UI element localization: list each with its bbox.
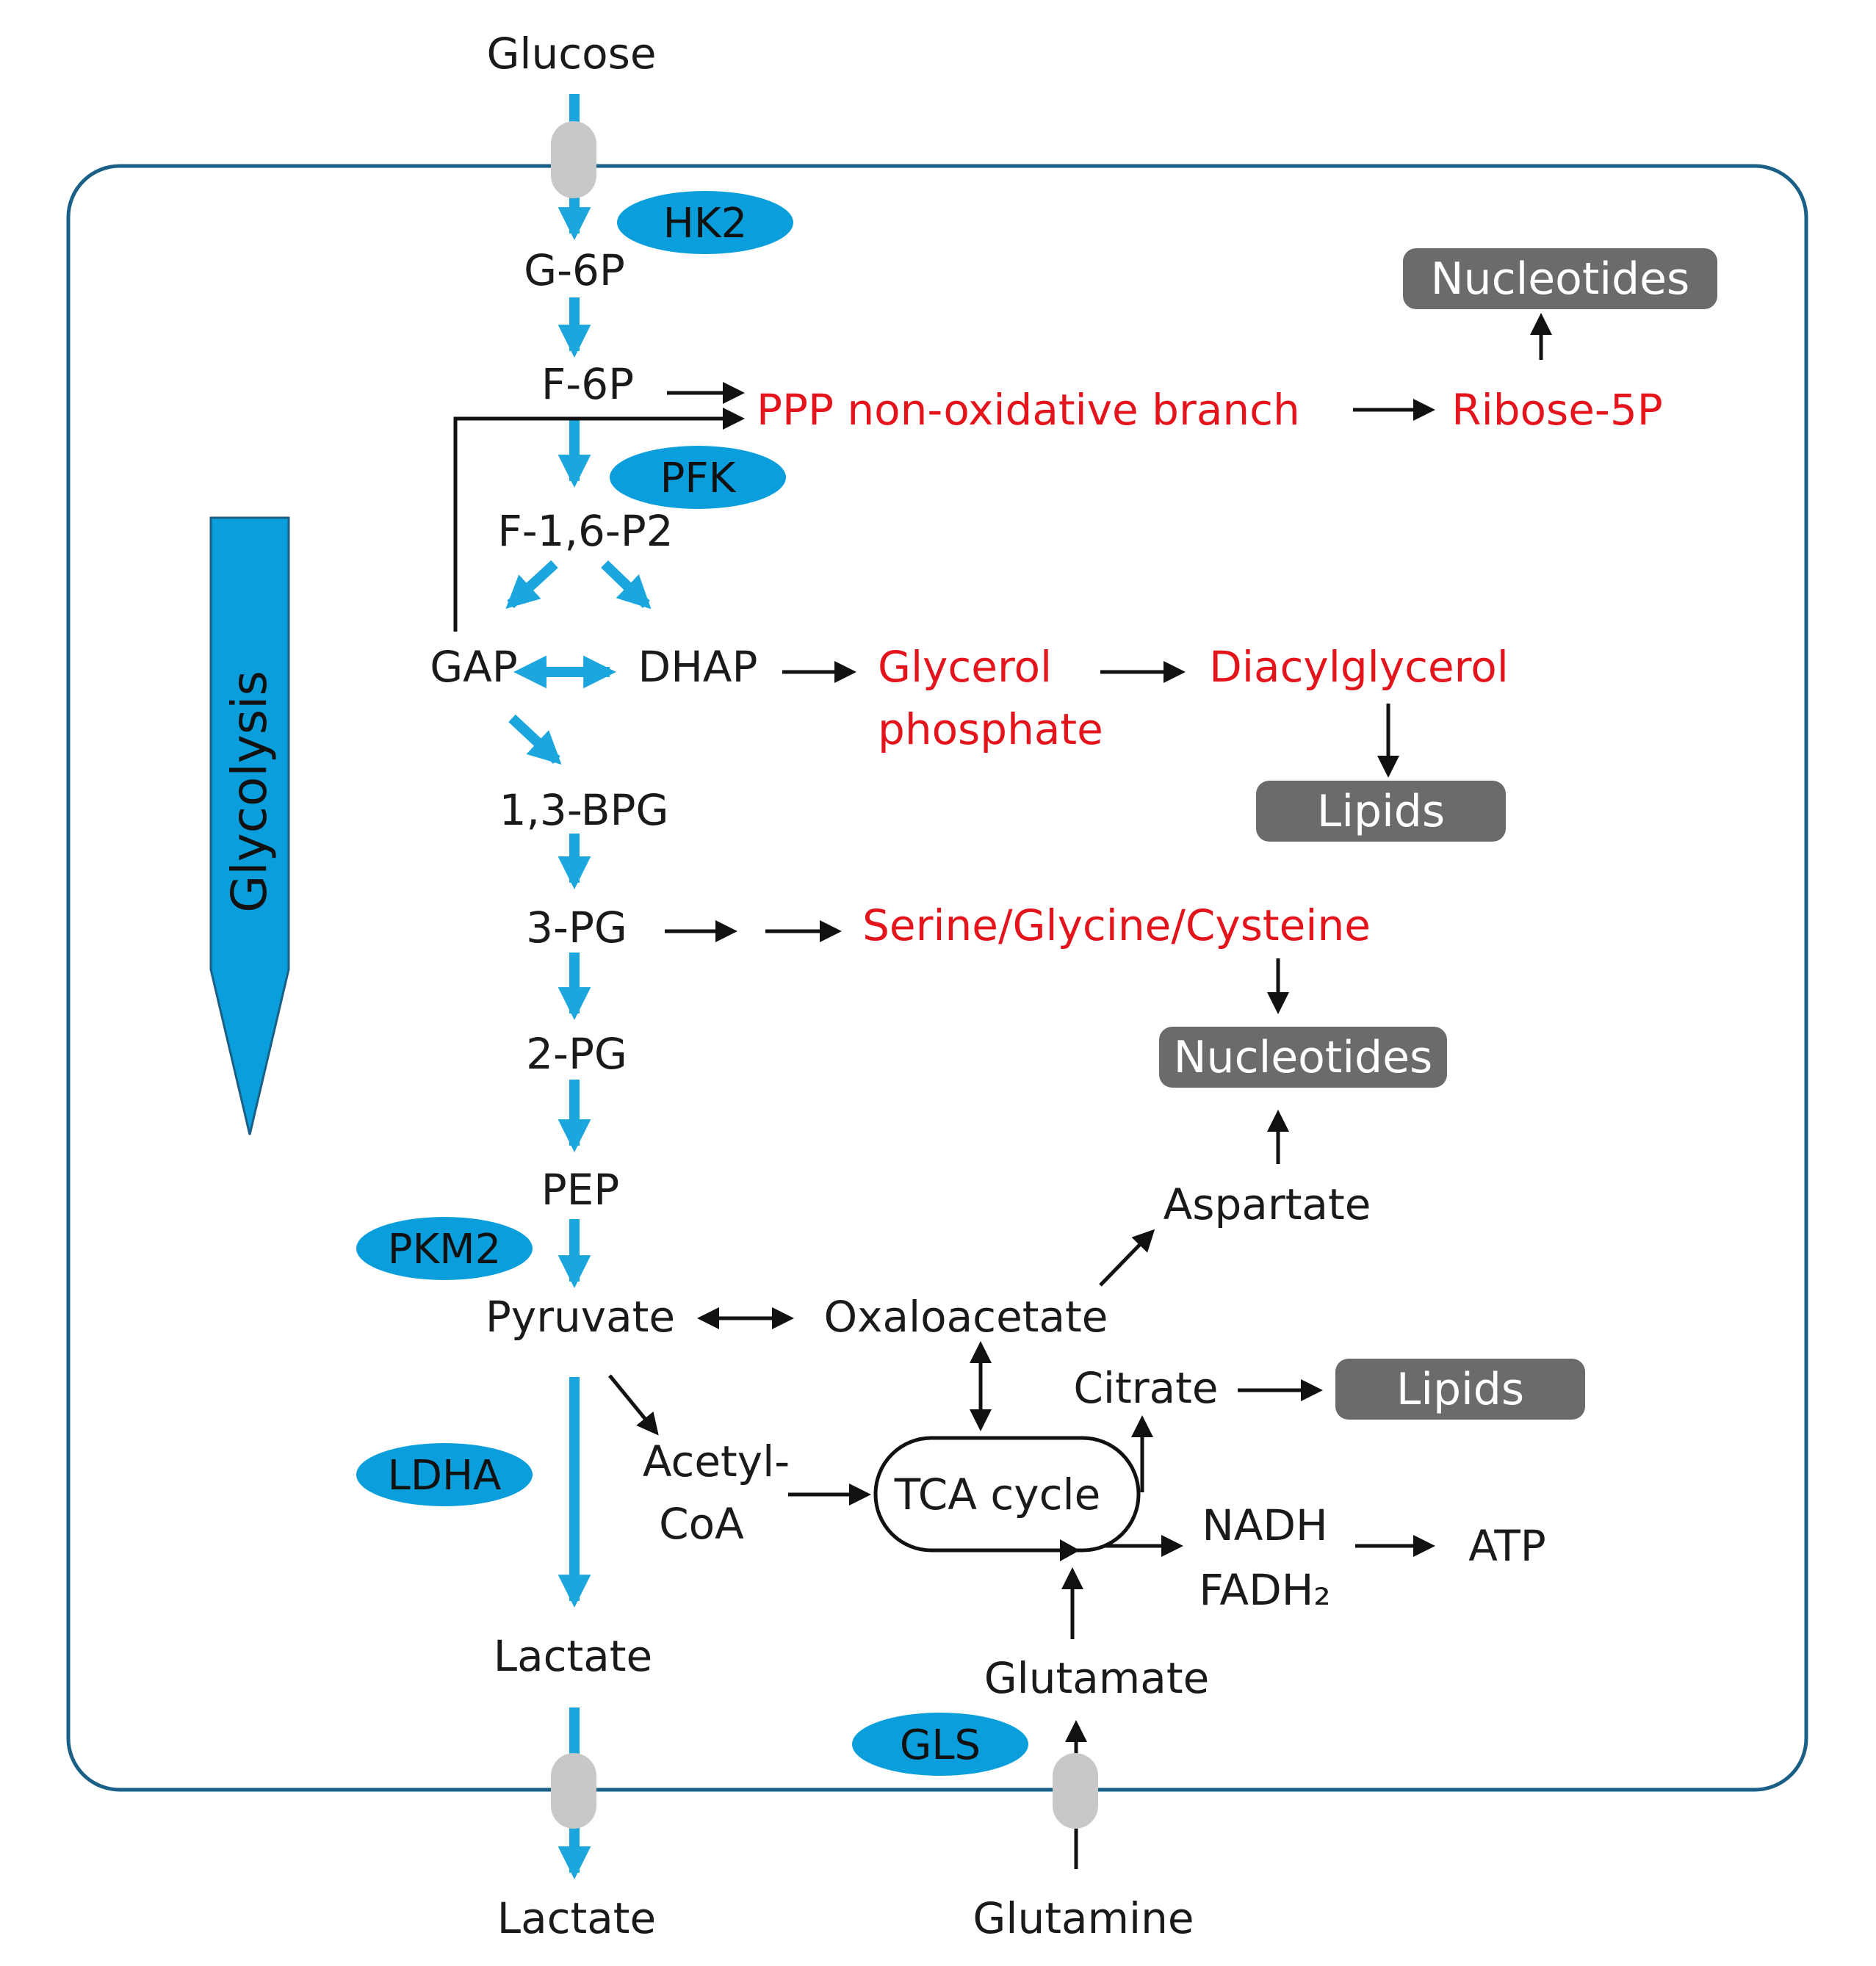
enzyme-gls-label: GLS <box>900 1721 981 1769</box>
label-2pg: 2-PG <box>526 1029 627 1079</box>
enzyme-pfk-label: PFK <box>660 455 737 502</box>
label-ppp: PPP non-oxidative branch <box>757 385 1300 435</box>
box-nucleotides-top-label: Nucleotides <box>1431 253 1690 305</box>
label-atp: ATP <box>1468 1521 1546 1571</box>
label-aspartate: Aspartate <box>1164 1179 1371 1229</box>
label-f6p: F-6P <box>541 359 634 409</box>
label-f16p2: F-1,6-P2 <box>497 506 673 556</box>
box-nucleotides-top <box>1403 248 1717 309</box>
enzyme-pkm2 <box>356 1217 533 1280</box>
glutamine-transporter <box>1053 1753 1098 1829</box>
glycolysis-direction-arrow <box>209 516 290 1135</box>
label-coa: CoA <box>659 1499 744 1549</box>
enzyme-pfk <box>610 446 786 509</box>
label-glutamate: Glutamate <box>984 1653 1210 1703</box>
arrow-f16p2-dhap <box>601 560 652 610</box>
enzyme-gls <box>852 1713 1028 1776</box>
label-pyruvate: Pyruvate <box>486 1292 675 1342</box>
label-3pg: 3-PG <box>526 903 627 953</box>
label-glutamine: Glutamine <box>973 1893 1194 1943</box>
tca-cycle-loop <box>873 1436 1141 1553</box>
lactate-transporter <box>551 1753 596 1829</box>
enzymes: HK2 PFK PKM2 LDHA GLS <box>356 191 1028 1776</box>
label-lactate-outside: Lactate <box>497 1893 656 1943</box>
tca-cycle-arrowhead <box>1060 1539 1080 1561</box>
metabolite-labels: Glucose G-6P F-6P F-1,6-P2 GAP DHAP 1,3-… <box>430 29 1546 1943</box>
box-lipids-bottom <box>1335 1359 1585 1420</box>
cell-membrane <box>66 164 1808 1792</box>
output-boxes: Nucleotides Lipids Nucleotides Lipids <box>1159 248 1717 1420</box>
label-serine-glycine-cysteine: Serine/Glycine/Cysteine <box>862 900 1371 950</box>
glucose-transporter <box>551 121 596 198</box>
biosynthesis-products: PPP non-oxidative branch Ribose-5P Glyce… <box>757 385 1663 950</box>
glycolysis-flux-arrows <box>505 94 652 1879</box>
reaction-arrows <box>453 313 1552 1869</box>
arrow-f16p2-gap <box>505 560 558 610</box>
arrow-oxaloacetate-aspartate <box>1099 1229 1155 1287</box>
label-gap: GAP <box>430 642 518 692</box>
label-glucose: Glucose <box>486 29 656 79</box>
arrow-gap-bpg <box>508 714 562 765</box>
arrow-pyruvate-acetylcoa <box>608 1374 659 1436</box>
label-diacylglycerol: Diacylglycerol <box>1209 642 1509 692</box>
label-glycerol: Glycerol <box>878 642 1052 692</box>
label-g6p: G-6P <box>524 245 625 295</box>
label-tca-cycle: TCA cycle <box>894 1470 1101 1519</box>
box-nucleotides-mid-label: Nucleotides <box>1174 1032 1433 1083</box>
enzyme-ldha <box>356 1443 533 1506</box>
label-citrate: Citrate <box>1073 1363 1218 1413</box>
enzyme-hk2-label: HK2 <box>663 200 747 247</box>
label-dhap: DHAP <box>638 642 758 692</box>
label-nadh: NADH <box>1202 1500 1327 1550</box>
label-pep: PEP <box>541 1165 620 1215</box>
label-13bpg: 1,3-BPG <box>499 785 669 835</box>
arrow-gap-ppp <box>453 408 745 632</box>
label-ribose5p: Ribose-5P <box>1451 385 1662 435</box>
box-lipids-top-label: Lipids <box>1317 786 1445 837</box>
enzyme-hk2 <box>617 191 793 254</box>
label-phosphate: phosphate <box>878 704 1103 754</box>
box-lipids-bottom-label: Lipids <box>1396 1364 1524 1415</box>
label-fadh2: FADH₂ <box>1199 1565 1330 1615</box>
enzyme-ldha-label: LDHA <box>388 1452 502 1500</box>
label-lactate-inside: Lactate <box>494 1631 652 1681</box>
glycolysis-label: Glycolysis <box>221 671 278 913</box>
box-lipids-top <box>1256 781 1506 842</box>
enzyme-pkm2-label: PKM2 <box>388 1226 501 1273</box>
label-acetyl: Acetyl- <box>643 1436 790 1486</box>
label-oxaloacetate: Oxaloacetate <box>824 1292 1108 1342</box>
box-nucleotides-mid <box>1159 1027 1447 1088</box>
